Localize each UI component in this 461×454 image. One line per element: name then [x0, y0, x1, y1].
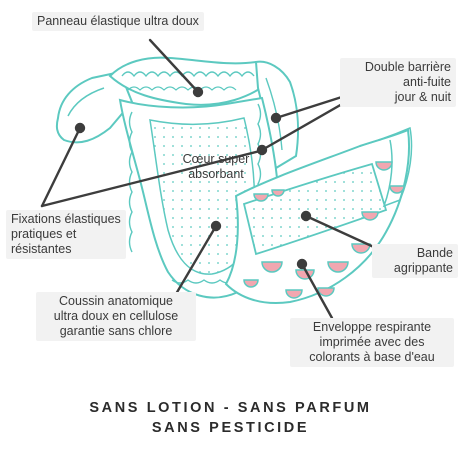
label-coeur: Cœur super absorbant — [182, 152, 250, 181]
label-panneau: Panneau élastique ultra doux — [32, 12, 204, 31]
label-fixations: Fixations élastiques pratiques et résist… — [6, 210, 126, 259]
left-tab — [55, 70, 134, 144]
leader-panneau — [148, 38, 200, 94]
leader-fixations-2 — [40, 148, 266, 208]
elastic-panel — [108, 56, 276, 106]
label-bande: Bande agrippante — [372, 244, 458, 278]
label-enveloppe: Enveloppe respirante imprimée avec des c… — [290, 318, 454, 367]
footer-line-2: SANS PESTICIDE — [151, 420, 310, 436]
leader-bande — [304, 214, 378, 250]
leader-fixations-1 — [40, 126, 82, 208]
leader-enveloppe — [300, 262, 334, 320]
label-double-barriere: Double barrière anti-fuite jour & nuit — [340, 58, 456, 107]
label-coussin: Coussin anatomique ultra doux en cellulo… — [36, 292, 196, 341]
footer-line-1: SANS LOTION - SANS PARFUM — [89, 400, 372, 416]
leader-coussin — [174, 224, 218, 296]
grip-tape — [242, 162, 388, 256]
